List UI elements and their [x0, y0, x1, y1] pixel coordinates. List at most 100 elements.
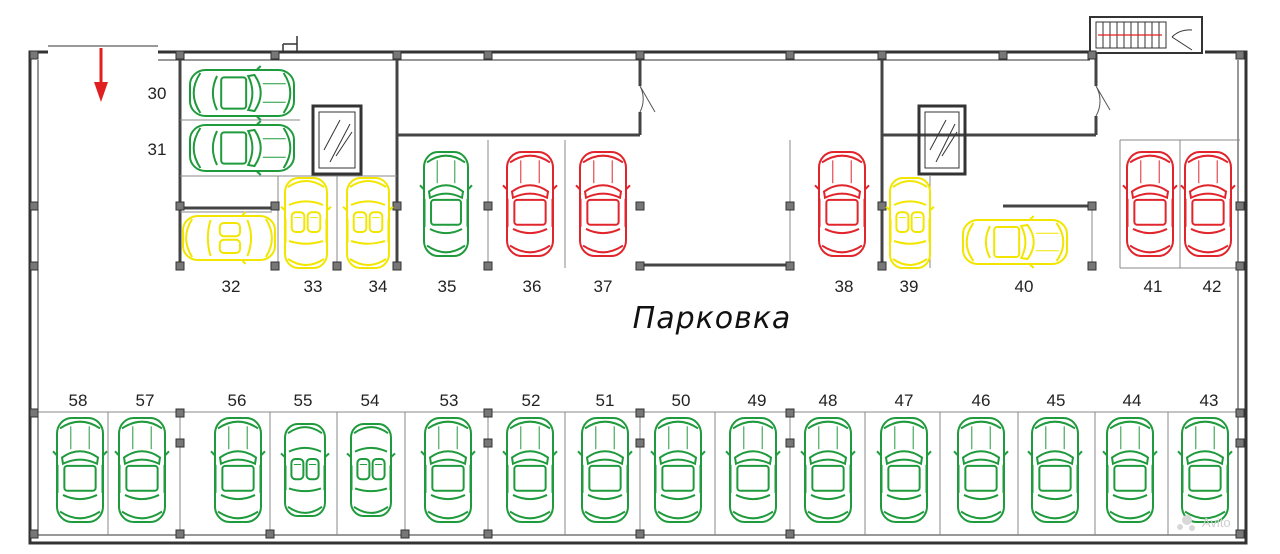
column-marker — [483, 529, 493, 539]
column-marker — [392, 201, 402, 211]
column-marker — [785, 438, 795, 448]
structural-columns — [29, 50, 1245, 539]
watermark-text: Avito — [1202, 515, 1231, 530]
space-number-label: 57 — [136, 391, 155, 410]
car-icon — [502, 151, 558, 257]
column-marker — [392, 261, 402, 271]
space-number-label: 50 — [672, 391, 691, 410]
column-marker — [877, 201, 887, 211]
space-number-label: 48 — [819, 391, 838, 410]
column-marker — [270, 261, 280, 271]
column-marker — [1087, 201, 1097, 211]
car-icon — [1122, 151, 1178, 257]
space-number-label: 40 — [1015, 277, 1034, 296]
space-number-label: 32 — [222, 277, 241, 296]
convertible-car-icon — [280, 177, 332, 269]
column-marker — [175, 261, 185, 271]
section-marker — [282, 36, 298, 52]
space-number-label: 46 — [972, 391, 991, 410]
column-marker — [785, 50, 795, 60]
column-marker — [1235, 529, 1245, 539]
column-marker — [785, 261, 795, 271]
column-marker — [1235, 408, 1245, 418]
car-icon — [419, 151, 473, 257]
column-marker — [1087, 261, 1097, 271]
car-icon — [210, 417, 266, 523]
column-marker — [785, 201, 795, 211]
car-icon — [800, 417, 856, 523]
convertible-car-icon — [280, 423, 330, 517]
space-number-label: 34 — [369, 277, 388, 296]
column-marker — [29, 201, 39, 211]
car-icon — [1027, 417, 1083, 523]
watermark: Avito — [1177, 515, 1231, 531]
car-icon — [1102, 417, 1158, 523]
space-number-label: 41 — [1144, 277, 1163, 296]
column-marker — [270, 201, 280, 211]
column-marker — [175, 438, 185, 448]
parking-title: Парковка — [633, 301, 792, 336]
space-number-label: 36 — [523, 277, 542, 296]
space-number-label: 35 — [438, 277, 457, 296]
column-marker — [175, 408, 185, 418]
car-icon — [502, 417, 558, 523]
column-marker — [29, 408, 39, 418]
space-number-label: 45 — [1047, 391, 1066, 410]
column-marker — [392, 50, 402, 60]
car-icon — [814, 151, 870, 257]
convertible-car-icon — [182, 211, 276, 265]
column-marker — [483, 408, 493, 418]
column-marker — [1235, 201, 1245, 211]
car-icon — [577, 417, 633, 523]
column-marker — [175, 201, 185, 211]
convertible-car-icon — [885, 177, 935, 269]
car-icon — [953, 417, 1009, 523]
column-marker — [483, 201, 493, 211]
column-marker — [1235, 261, 1245, 271]
space-number-label: 53 — [440, 391, 459, 410]
column-marker — [400, 529, 410, 539]
car-icon — [114, 417, 170, 523]
column-marker — [1235, 438, 1245, 448]
column-marker — [998, 50, 1008, 60]
interior-walls — [178, 52, 1098, 268]
space-number-label: 58 — [69, 391, 88, 410]
car-icon — [876, 417, 932, 523]
staircase — [1089, 16, 1203, 54]
column-marker — [29, 261, 39, 271]
entrance-arrow-icon — [94, 48, 108, 102]
space-number-label: 49 — [748, 391, 767, 410]
convertible-car-icon — [346, 423, 396, 517]
cars-layer — [52, 65, 1236, 523]
column-marker — [877, 50, 887, 60]
convertible-car-icon — [342, 177, 394, 269]
car-icon — [189, 120, 295, 176]
door-swings — [639, 85, 1111, 117]
space-number-label: 38 — [835, 277, 854, 296]
space-number-label: 52 — [522, 391, 541, 410]
column-marker — [270, 50, 280, 60]
car-icon — [52, 417, 108, 523]
column-marker — [635, 50, 645, 60]
space-number-label: 42 — [1203, 277, 1222, 296]
space-number-label: 37 — [594, 277, 613, 296]
car-icon — [420, 417, 476, 523]
column-marker — [29, 50, 39, 60]
space-dividers — [38, 119, 1240, 535]
column-marker — [175, 529, 185, 539]
space-number-label: 54 — [361, 391, 380, 410]
column-marker — [635, 529, 645, 539]
car-icon — [962, 215, 1068, 269]
column-marker — [1235, 50, 1245, 60]
car-icon — [1177, 417, 1233, 523]
space-number-label: 39 — [900, 277, 919, 296]
column-marker — [635, 408, 645, 418]
car-icon — [575, 151, 631, 257]
space-number-label: 33 — [304, 277, 323, 296]
column-marker — [175, 50, 185, 60]
column-marker — [785, 408, 795, 418]
column-marker — [483, 438, 493, 448]
space-number-label: 44 — [1123, 391, 1142, 410]
space-number-label: 47 — [895, 391, 914, 410]
